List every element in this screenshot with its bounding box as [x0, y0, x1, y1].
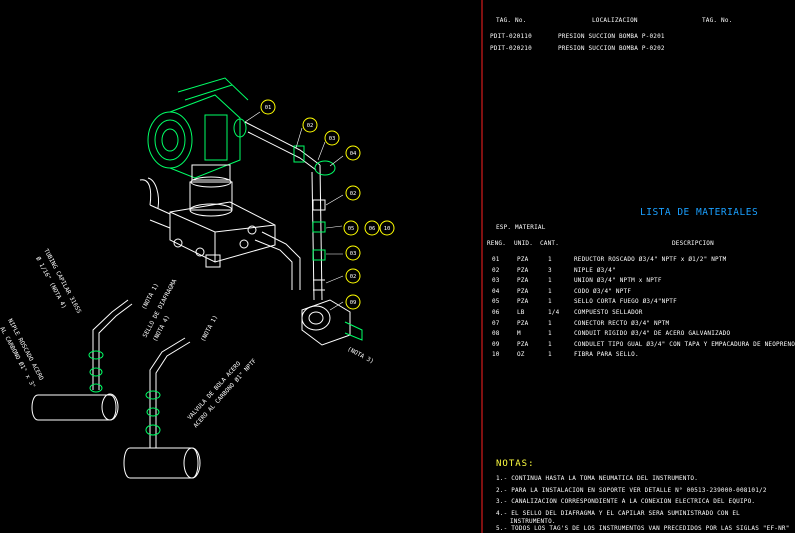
materials-row-unid: PZA — [517, 287, 529, 295]
materials-row-reng: 09 — [492, 340, 500, 348]
process-pipes — [31, 299, 201, 479]
callout-circle — [364, 220, 380, 236]
note-item: INSTRUMENTO. — [510, 518, 556, 525]
materials-row-reng: 02 — [492, 266, 500, 274]
valve-annotation: VALVULA DE BOLA ACERO — [186, 360, 242, 421]
materials-row-reng: 07 — [492, 319, 500, 327]
materials-row-unid: PZA — [517, 277, 529, 285]
materials-title: LISTA DE MATERIALES — [640, 207, 759, 218]
materials-row-cant: 1 — [548, 330, 552, 338]
col-cant: CANT. — [540, 240, 560, 247]
note-item: 4.- EL SELLO DEL DIAFRAGMA Y EL CAPILAR … — [496, 510, 740, 517]
materials-row-desc: SELLO CORTA FUEGO Ø3/4"NPTF — [574, 298, 677, 306]
materials-row-desc: CONECTOR RECTO Ø3/4" NPTM — [574, 319, 670, 327]
callout-circle — [345, 268, 361, 284]
materials-row-cant: 1 — [548, 277, 552, 285]
callout-circle — [324, 130, 340, 146]
materials-row-cant: 1 — [548, 287, 552, 295]
materials-row-desc: FIBRA PARA SELLO. — [574, 351, 639, 359]
materials-row-unid: OZ — [517, 351, 525, 359]
callout-circle — [345, 145, 361, 161]
materials-row-desc: CODO Ø3/4" NPTF — [574, 287, 632, 295]
materials-row-unid: PZA — [517, 266, 529, 274]
materials-row-unid: PZA — [517, 340, 529, 348]
nota1b-annotation: (NOTA 1) — [200, 314, 220, 343]
col-unid: UNID. — [514, 240, 534, 247]
tag-header-2: TAG. No. — [702, 17, 733, 24]
callout-leaders — [244, 111, 344, 311]
tag-row-1-location: PRESION SUCCION BOMBA P-0201 — [558, 33, 665, 40]
tag-header: TAG. No. — [496, 17, 527, 24]
callout-label: 03 — [350, 251, 357, 257]
callout-circle — [379, 220, 395, 236]
callout-circle — [343, 220, 359, 236]
materials-row-cant: 1 — [548, 319, 552, 327]
materials-row-reng: 01 — [492, 256, 500, 263]
materials-row-desc: COMPUESTO SELLADOR — [574, 309, 643, 316]
materials-row-cant: 3 — [548, 266, 552, 274]
col-desc: DESCRIPCION — [672, 240, 714, 247]
note-item: 2.- PARA LA INSTALACION EN SOPORTE VER D… — [496, 487, 767, 494]
materials-row-desc: NIPLE Ø3/4" — [574, 266, 616, 274]
callout-label: 02 — [307, 123, 314, 129]
callout-label: 02 — [350, 191, 357, 197]
materials-row-cant: 1/4 — [548, 309, 560, 316]
materials-row-reng: 08 — [492, 330, 500, 338]
materials-row-unid: LB — [517, 309, 525, 316]
callout-label: 10 — [384, 226, 391, 232]
callout-circle — [260, 99, 276, 115]
callout-label: 04 — [350, 151, 357, 157]
col-reng: RENG. — [487, 240, 507, 247]
materials-row-unid: PZA — [517, 298, 529, 306]
note-item: 1.- CONTINUA HASTA LA TOMA NEUMATICA DEL… — [496, 475, 699, 482]
materials-row-desc: CONDUIT RIGIDO Ø3/4" DE ACERO GALVANIZAD… — [574, 330, 731, 338]
notes-title: NOTAS: — [496, 459, 535, 469]
materials-row-cant: 1 — [548, 340, 552, 348]
materials-subtitle: ESP. MATERIAL — [496, 224, 546, 231]
materials-row-cant: 1 — [548, 351, 552, 359]
tag-row-1-tag: PDIT-020110 — [490, 33, 532, 40]
callout-circle — [345, 294, 361, 310]
materials-row-cant: 1 — [548, 298, 552, 306]
materials-row-unid: PZA — [517, 319, 529, 327]
tag-row-2-location: PRESION SUCCION BOMBA P-0202 — [558, 45, 665, 52]
note-item: 5.- TODOS LOS TAG'S DE LOS INSTRUMENTOS … — [496, 525, 790, 532]
materials-row-desc: CONDULET TIPO GUAL Ø3/4" CON TAPA Y EMPA… — [574, 340, 795, 348]
callout-label: 06 — [369, 226, 376, 232]
callout-label: 02 — [350, 274, 357, 280]
tag-row-2-tag: PDIT-020210 — [490, 45, 532, 52]
materials-row-reng: 04 — [492, 287, 500, 295]
callout-label: 05 — [348, 226, 355, 232]
materials-row-desc: UNION Ø3/4" NPTM x NPTF — [574, 277, 662, 285]
location-header: LOCALIZACION — [592, 17, 638, 24]
materials-row-cant: 1 — [548, 256, 552, 263]
materials-row-reng: 05 — [492, 298, 500, 306]
callout-label: 03 — [329, 136, 336, 142]
callout-circle — [302, 117, 318, 133]
materials-row-desc: REDUCTOR ROSCADO Ø3/4" NPTF x Ø1/2" NPTM — [574, 256, 727, 263]
transmitter-assembly — [139, 77, 363, 346]
materials-row-reng: 03 — [492, 277, 500, 285]
note-item: 3.- CANALIZACION CORRESPONDIENTE A LA CO… — [496, 498, 756, 505]
nota3-annotation: (NOTA 3) — [346, 346, 375, 366]
valve-annotation-2: ACERO AL CARBONO Ø1" NPTF — [192, 357, 258, 429]
materials-row-unid: PZA — [517, 256, 529, 263]
materials-row-unid: M — [517, 330, 521, 338]
annotations: TUBING CAPILAR 316SS Ø 1/16" (NOTA 4) NI… — [0, 248, 375, 430]
callout-bubbles: 01 02 03 04 02 05 06 10 03 02 09 — [260, 99, 395, 310]
materials-row-reng: 06 — [492, 309, 500, 316]
callout-label: 01 — [265, 105, 272, 111]
callout-circle — [345, 245, 361, 261]
callout-label: 09 — [350, 300, 357, 306]
callout-circle — [345, 185, 361, 201]
materials-row-reng: 10 — [492, 351, 500, 359]
